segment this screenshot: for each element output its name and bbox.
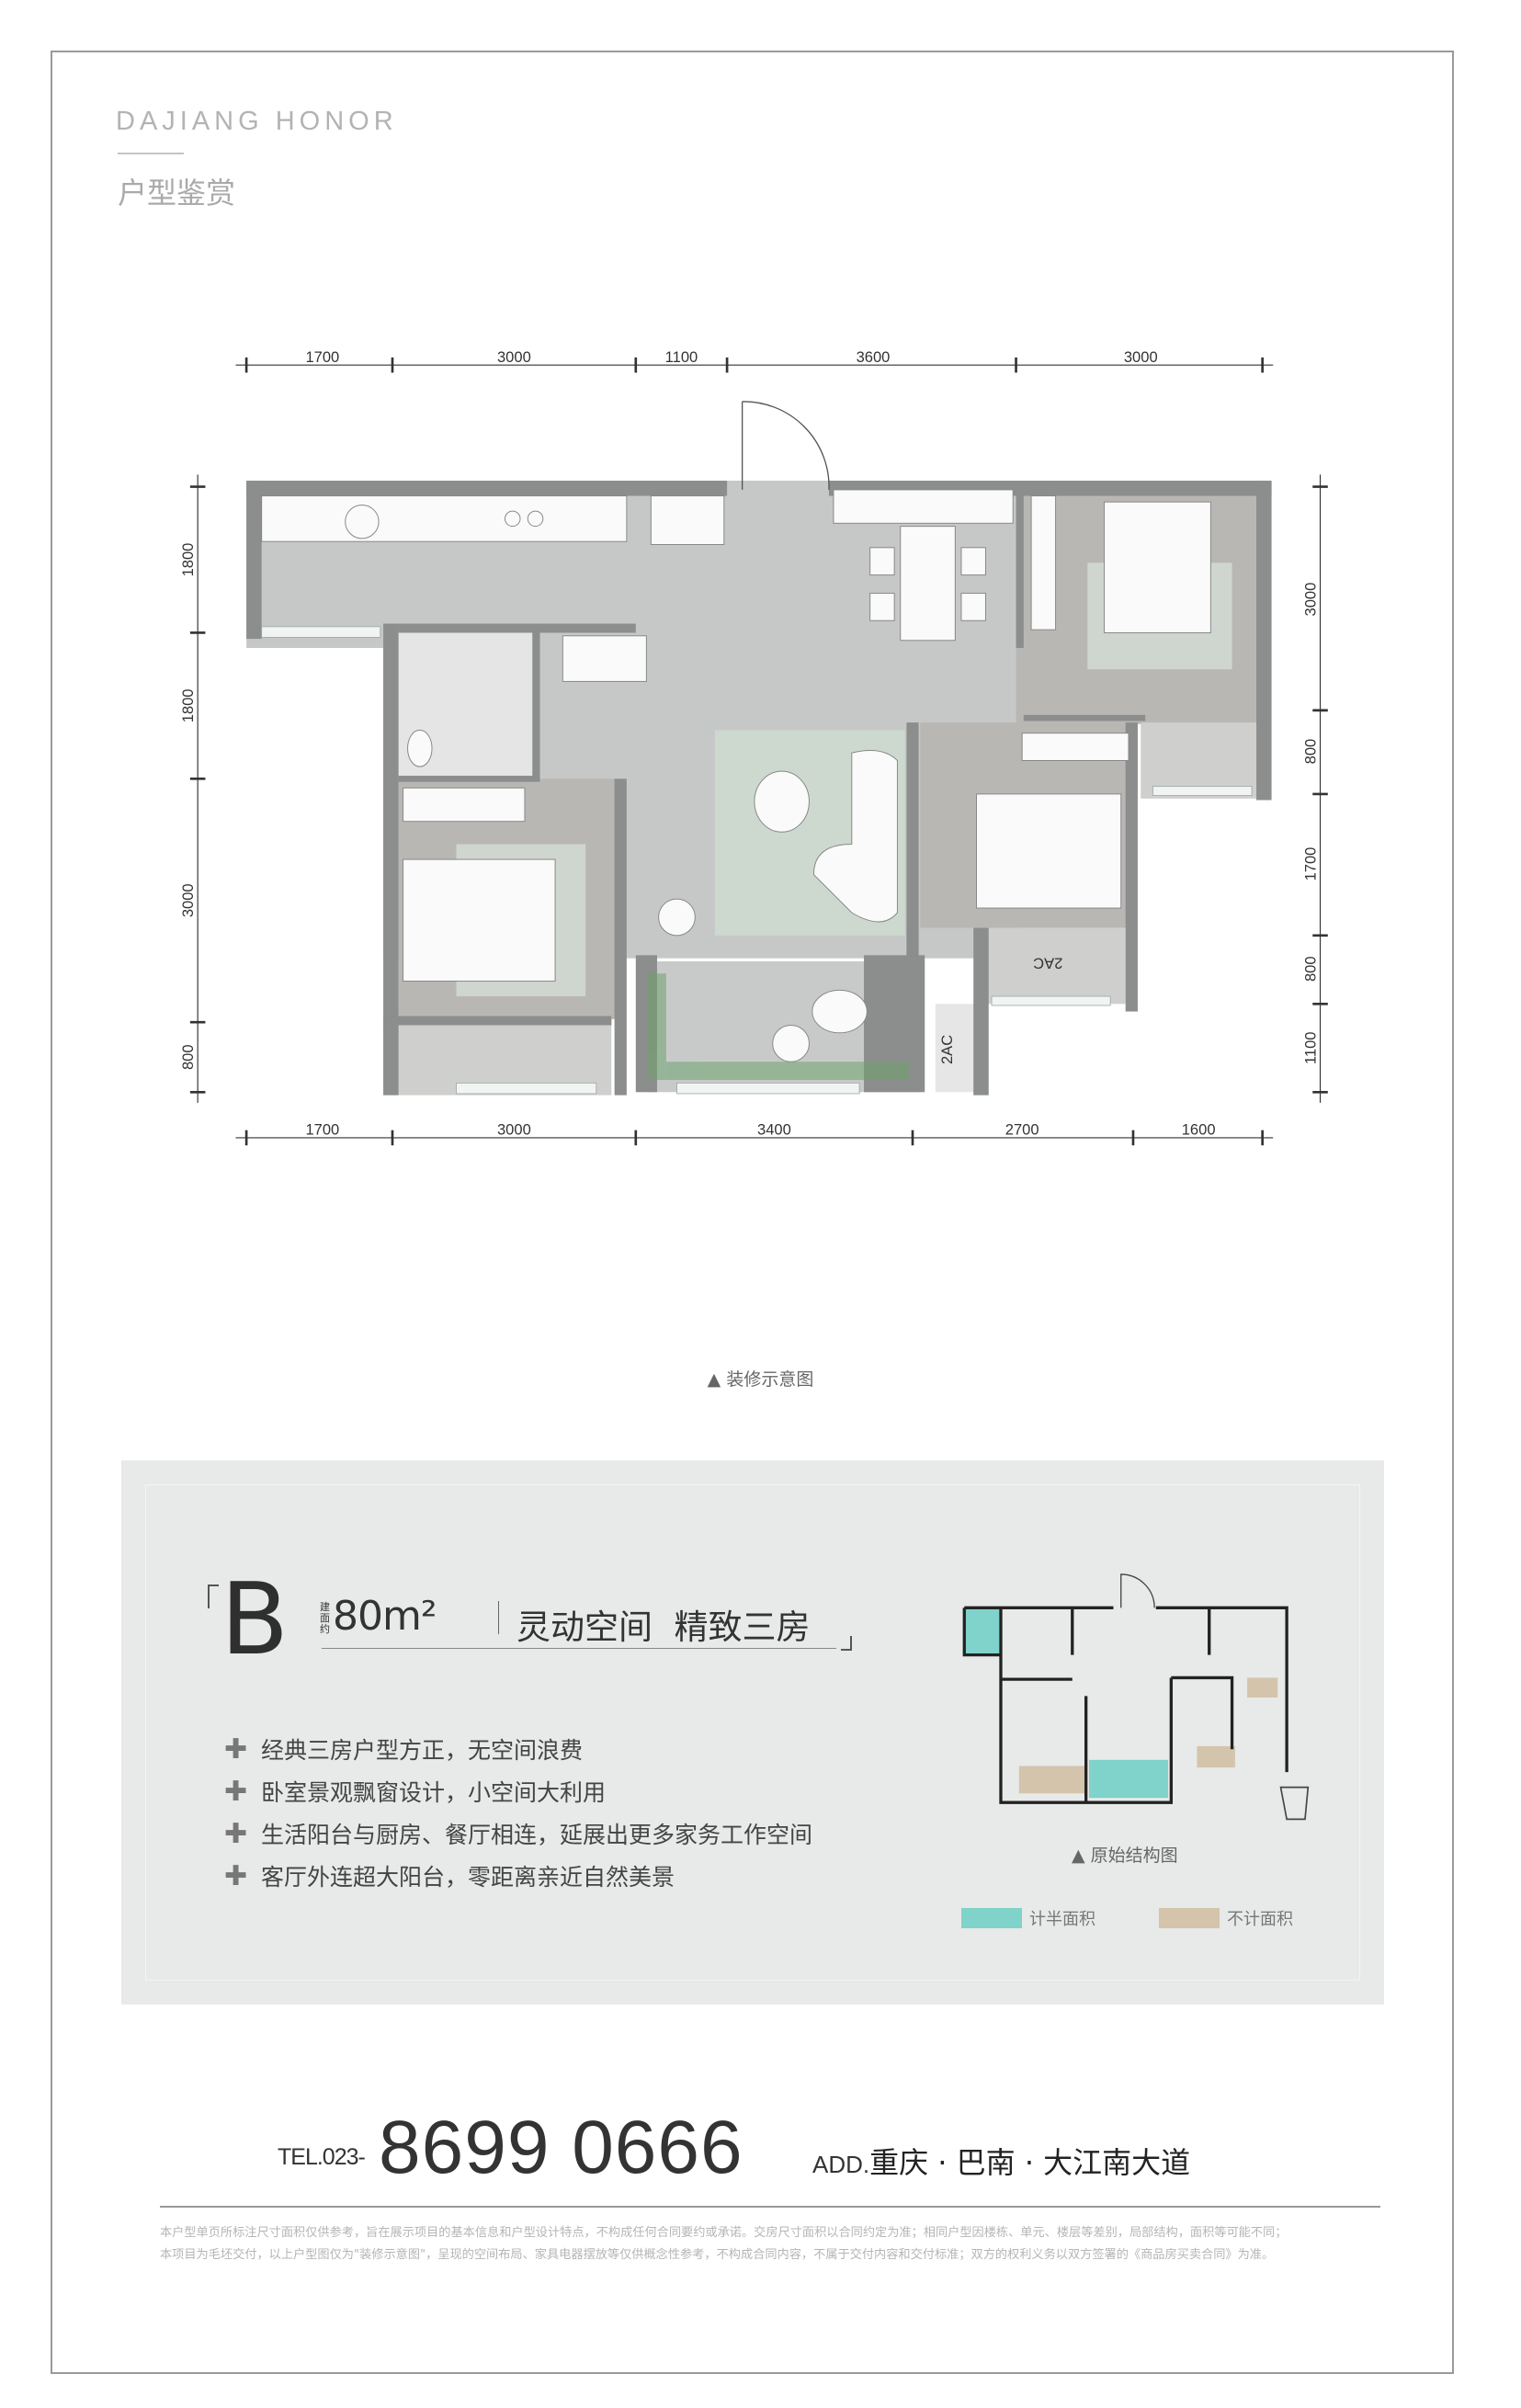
furniture (261, 489, 1211, 1062)
feature-item: ✚生活阳台与厨房、餐厅相连，延展出更多家务工作空间 (224, 1818, 813, 1849)
dim-right-5: 1100 (1302, 1032, 1320, 1065)
dim-top-5: 3000 (1124, 348, 1158, 366)
original-plan-caption: ▲ 原始结构图 (1072, 1846, 1178, 1866)
plus-icon: ✚ (224, 1860, 248, 1891)
tel-prefix: TEL.023- (278, 2144, 366, 2170)
walls (246, 480, 1272, 1096)
planters (648, 973, 910, 1081)
plus-icon: ✚ (224, 1733, 248, 1765)
dim-left-2: 1800 (179, 689, 197, 723)
entry-door (741, 401, 830, 490)
feature-item: ✚客厅外连超大阳台，零距离亲近自然美景 (224, 1860, 675, 1891)
legend-excluded-area: 不计面积 (1159, 1906, 1293, 1930)
area-prefix: 建面约 (320, 1601, 330, 1635)
disclaimer-line: 本户型单页所标注尺寸面积仅供参考，旨在展示项目的基本信息和户型设计特点，不构成任… (160, 2226, 1288, 2240)
address: ADD.重庆 · 巴南 · 大江南大道 (812, 2145, 1191, 2180)
dim-left-3: 3000 (179, 883, 197, 917)
dim-top-3: 1100 (665, 348, 698, 366)
dim-right-2: 800 (1302, 739, 1320, 765)
windows (261, 626, 1253, 1095)
dim-right-3: 1700 (1302, 847, 1320, 881)
disclaimer-line: 本项目为毛坯交付，以上户型图仅为"装修示意图"，呈现的空间布局、家具电器摆放等仅… (160, 2248, 1275, 2262)
dim-bottom-3: 3400 (757, 1121, 791, 1139)
decoration-caption: ▲ 装修示意图 (707, 1369, 814, 1390)
tel-number[interactable]: 8699 0666 (379, 2106, 743, 2189)
feature-item: ✚经典三房户型方正，无空间浪费 (224, 1733, 584, 1765)
plus-icon: ✚ (224, 1818, 248, 1849)
plus-icon: ✚ (224, 1776, 248, 1807)
dim-top-2: 3000 (497, 348, 531, 366)
page-subtitle: 户型鉴赏 (118, 176, 236, 210)
dim-left-4: 800 (179, 1044, 197, 1070)
divider (118, 153, 184, 154)
original-structure-plan (962, 1573, 1310, 1821)
brand-title: DAJIANG HONOR (116, 107, 398, 136)
balcony-left (383, 1016, 612, 1096)
dim-right-4: 800 (1302, 956, 1320, 982)
dim-bottom-2: 3000 (497, 1121, 531, 1139)
legend-swatch (1159, 1908, 1220, 1928)
slogan: 灵动空间 精致三房 (516, 1607, 811, 1647)
dim-bottom-4: 2700 (1005, 1121, 1039, 1139)
dimension-labels: 1700 3000 1100 3600 3000 1700 3000 3400 … (179, 348, 1319, 1139)
divider (322, 1648, 836, 1649)
corner-mark (841, 1636, 852, 1651)
area-value: 80m² (333, 1593, 437, 1640)
dim-top-4: 3600 (857, 348, 891, 366)
page-frame (51, 51, 1454, 2374)
unit-type: B (221, 1562, 289, 1677)
dim-right-1: 3000 (1302, 583, 1320, 617)
floor-plan: 1700 3000 1100 3600 3000 1700 3000 3400 … (179, 348, 1328, 1146)
corner-mark (208, 1585, 219, 1608)
dim-bottom-5: 1600 (1182, 1121, 1216, 1139)
divider (160, 2206, 1380, 2208)
dimension-lines (189, 357, 1328, 1146)
legend-half-area: 计半面积 (961, 1906, 1095, 1930)
dim-top-1: 1700 (305, 348, 339, 366)
dim-left-1: 1800 (179, 543, 197, 577)
ac-label: 2AC (1033, 955, 1062, 972)
ac-label: 2AC (938, 1035, 956, 1064)
feature-list: ✚经典三房户型方正，无空间浪费 ✚卧室景观飘窗设计，小空间大利用 ✚生活阳台与厨… (224, 1728, 812, 1897)
dim-bottom-1: 1700 (305, 1121, 339, 1139)
feature-item: ✚卧室景观飘窗设计，小空间大利用 (224, 1776, 607, 1807)
legend-swatch (961, 1908, 1022, 1928)
divider (498, 1601, 499, 1634)
